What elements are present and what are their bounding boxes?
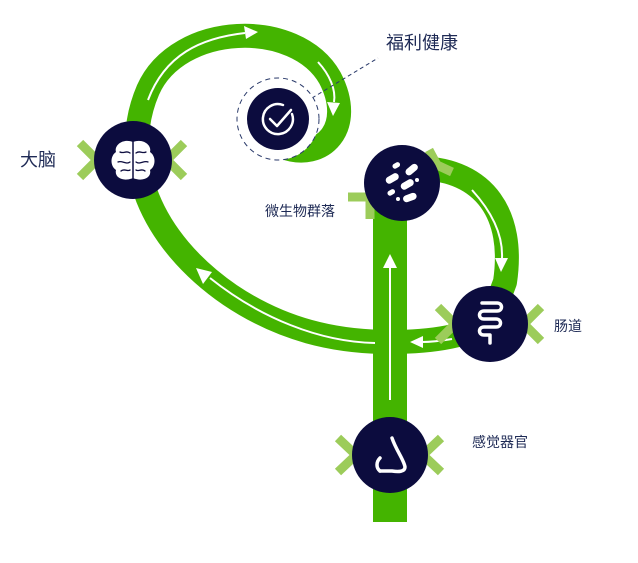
arrow-lower-sweep bbox=[209, 277, 376, 344]
microbiome-label: 微生物群落 bbox=[265, 204, 335, 220]
microbiome-node-circle bbox=[364, 145, 440, 221]
gut-loop-path bbox=[389, 156, 519, 354]
gut-label: 肠道 bbox=[554, 319, 582, 335]
pathways bbox=[124, 23, 519, 522]
arrow-trunk-up-head bbox=[383, 254, 397, 268]
wellbeing-node bbox=[236, 77, 320, 161]
check-circle-icon bbox=[261, 102, 295, 136]
arrow-gut-down-head bbox=[495, 258, 508, 272]
wellbeing-label: 福利健康 bbox=[386, 33, 458, 54]
arrow-gut-down bbox=[471, 189, 504, 259]
microbiome-node bbox=[348, 145, 454, 221]
arrow-right-down bbox=[317, 61, 336, 103]
arrow-top-arc bbox=[147, 32, 246, 101]
arrow-gut-to-trunk bbox=[421, 338, 453, 343]
sensory-label: 感觉器官 bbox=[472, 435, 528, 451]
arrow-top-arc-head bbox=[244, 26, 258, 39]
wellbeing-leader-line bbox=[311, 57, 379, 99]
brain-node bbox=[76, 121, 188, 199]
microbiome-right-chevron bbox=[425, 147, 454, 177]
gut-node bbox=[434, 286, 545, 362]
nose-icon bbox=[375, 436, 407, 474]
arrow-gut-to-trunk-head bbox=[410, 336, 423, 348]
brain-label: 大脑 bbox=[20, 150, 56, 171]
gut-node-circle bbox=[452, 286, 528, 362]
bacteria-icon bbox=[385, 162, 419, 203]
sensory-node bbox=[334, 417, 445, 493]
arrow-right-down-head bbox=[327, 102, 340, 116]
intestine-icon bbox=[477, 301, 504, 345]
sensory-node-circle bbox=[352, 417, 428, 493]
wellbeing-node-circle bbox=[247, 88, 309, 150]
microbiome-left-chevron bbox=[348, 192, 375, 219]
flow-arrows bbox=[147, 26, 508, 400]
brain-icon bbox=[111, 140, 155, 180]
arrow-lower-sweep-head bbox=[196, 268, 212, 284]
